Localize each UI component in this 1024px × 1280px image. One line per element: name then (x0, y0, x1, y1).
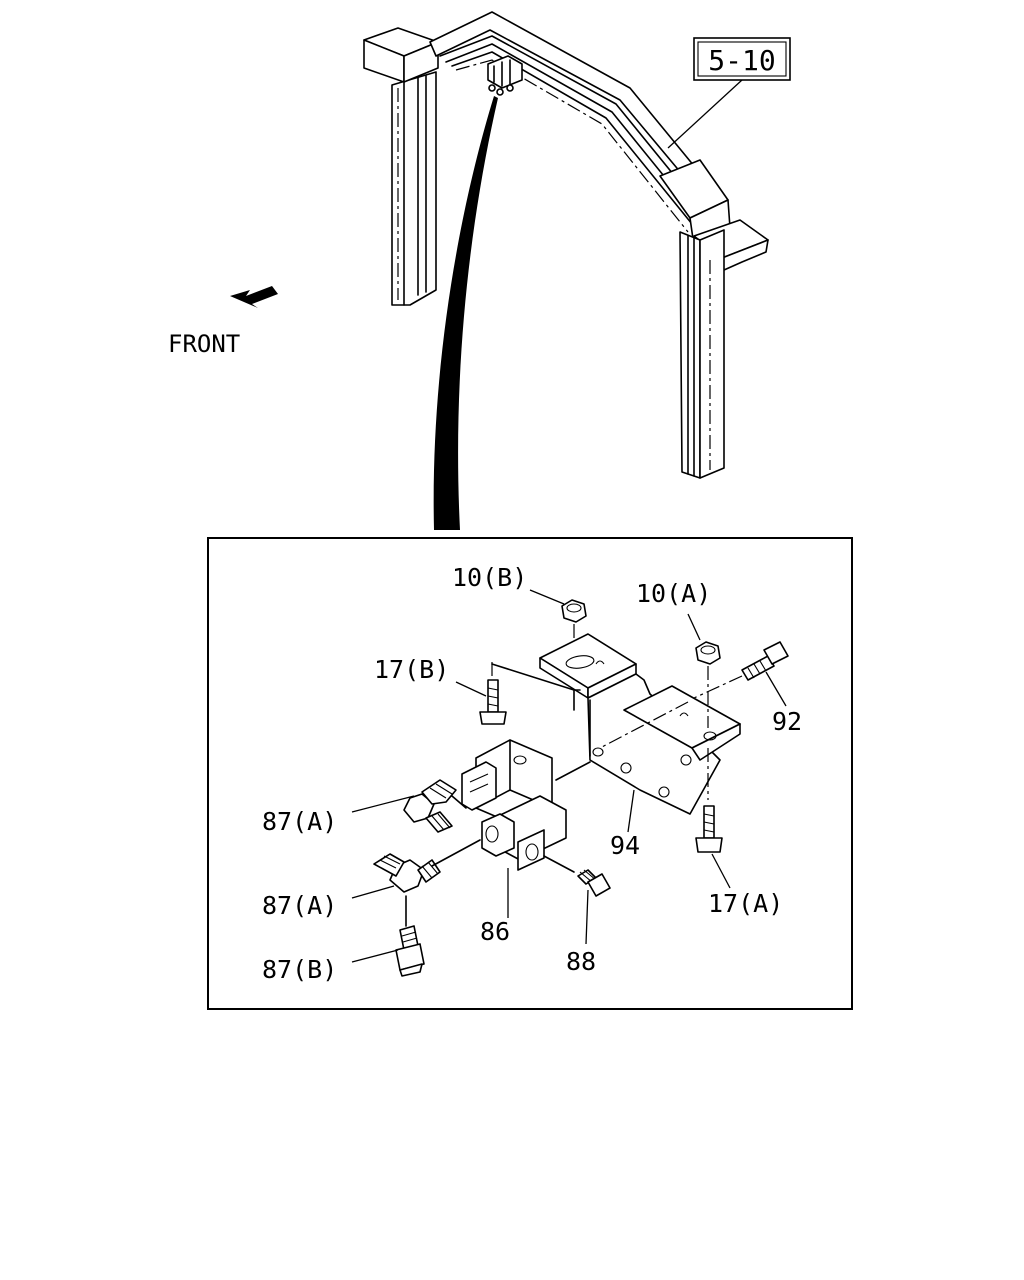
bolt-17b (479, 679, 507, 725)
label-10a: 10(A) (636, 579, 711, 608)
label-92: 92 (772, 707, 802, 736)
bolt-92 (741, 641, 789, 681)
ref-label-5-10: 5-10 (708, 44, 775, 77)
nut-10a (695, 641, 721, 665)
cab-frame-drawing (363, 11, 769, 479)
detail-frame (207, 537, 853, 1010)
label-86: 86 (480, 917, 510, 946)
reference-callout-5-10: 5-10 (667, 37, 791, 149)
part-labels: 10(B) 10(A) 17(B) 92 94 87(A) 87(A) 87(B… (262, 563, 802, 984)
label-10b: 10(B) (452, 563, 527, 592)
bracket-94 (539, 633, 741, 815)
elbow-fitting-87a-lower (373, 853, 441, 893)
label-87b: 87(B) (262, 955, 337, 984)
solenoid-valve-86 (461, 699, 591, 871)
front-arrow-icon (230, 286, 278, 308)
label-88: 88 (566, 947, 596, 976)
label-87a-upper: 87(A) (262, 807, 337, 836)
bolt-17a (695, 805, 723, 853)
elbow-fitting-87a-upper (403, 779, 457, 833)
front-direction-indicator: FRONT (168, 286, 278, 358)
front-label: FRONT (168, 330, 240, 358)
nut-10b (561, 599, 587, 623)
detail-pointer (433, 96, 498, 530)
plug-88 (577, 869, 611, 897)
label-94: 94 (610, 831, 640, 860)
component-location-marker (487, 55, 523, 96)
label-87a-lower: 87(A) (262, 891, 337, 920)
straight-fitting-87b (395, 925, 425, 977)
leader-lines (351, 589, 787, 963)
detail-parts-drawing (373, 599, 789, 977)
label-17b: 17(B) (374, 655, 449, 684)
label-17a: 17(A) (708, 889, 783, 918)
